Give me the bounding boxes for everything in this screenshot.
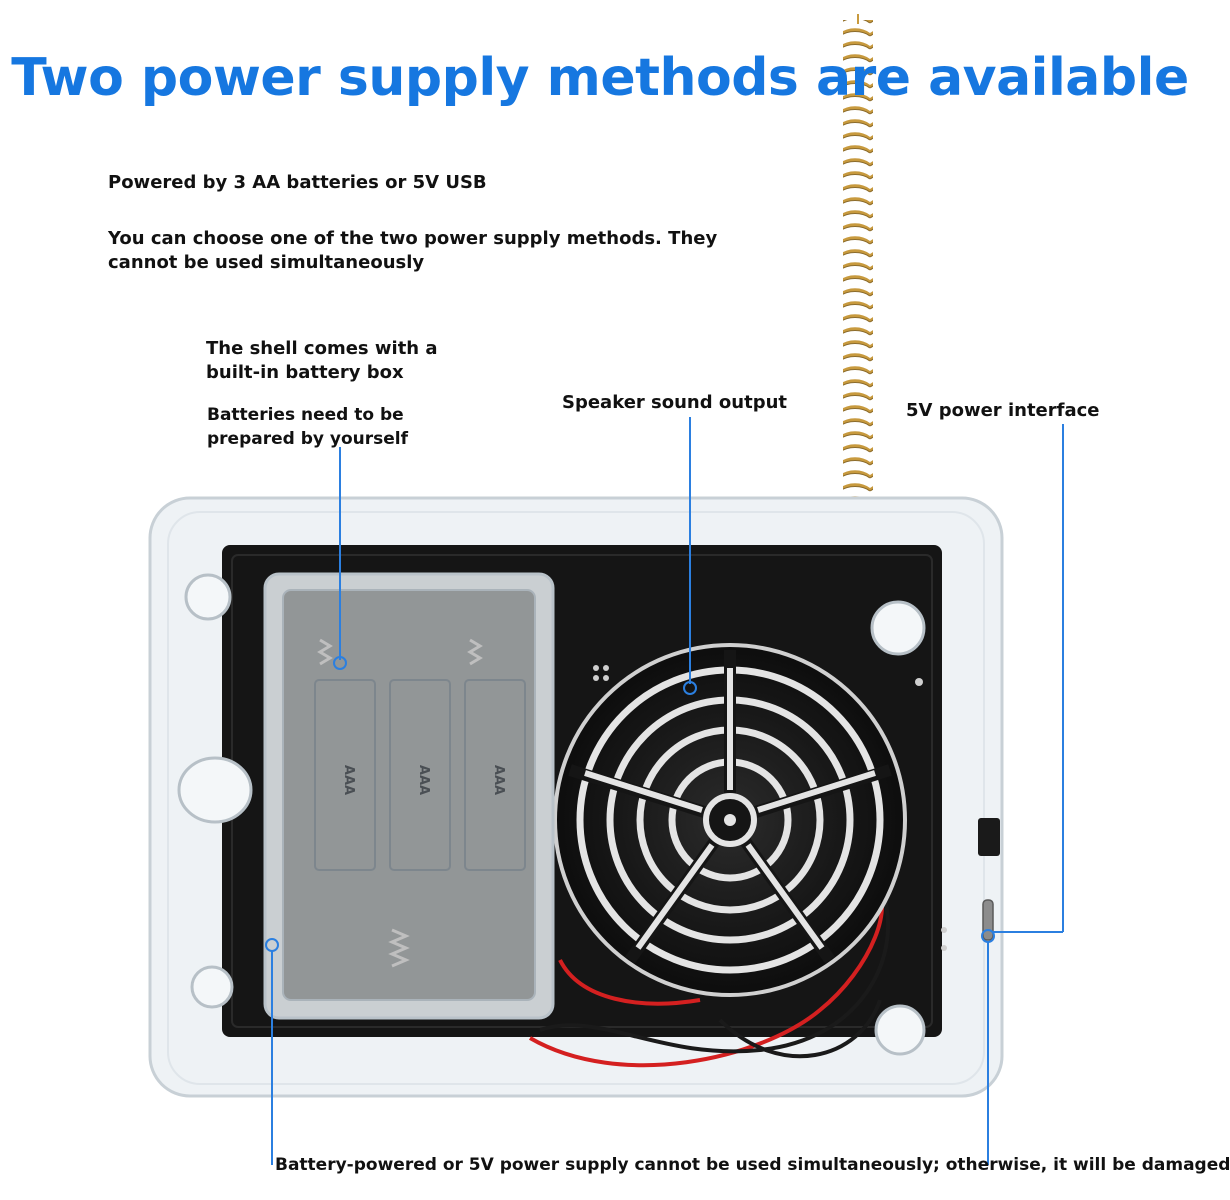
battery-label-1: AAA (341, 765, 356, 795)
battery-label-2: AAA (416, 765, 431, 795)
case-screws (177, 573, 926, 1056)
radio-illustration: AAA AAA AAA (148, 14, 1064, 1165)
battery-label-3: AAA (491, 765, 506, 795)
callout-shell-battery-box: The shell comes with a built-in battery … (206, 338, 438, 383)
page-title: Two power supply methods are available (11, 48, 1189, 108)
speaker-wires (529, 878, 891, 1068)
battery-box: AAA AAA AAA (263, 572, 555, 1020)
note-choose-one: You can choose one of the two power supp… (108, 228, 718, 273)
antenna (843, 14, 873, 540)
callout-usb-port: 5V power interface (906, 400, 1100, 421)
note-power-sources: Powered by 3 AA batteries or 5V USB (108, 172, 487, 193)
power-switch (978, 818, 1000, 856)
callout-speaker: Speaker sound output (562, 392, 787, 413)
speaker-grill (553, 643, 907, 997)
callout-lines (265, 417, 1064, 1165)
usb-port (982, 899, 994, 941)
callout-batteries-not-included: Batteries need to be prepared by yoursel… (207, 405, 409, 449)
product-image: AAA AAA AAA (11, 14, 1230, 1175)
warning-text: Battery-powered or 5V power supply canno… (275, 1155, 1230, 1175)
